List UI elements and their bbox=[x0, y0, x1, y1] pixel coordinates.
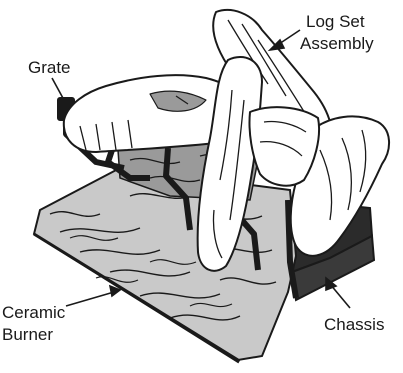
chassis-label: Chassis bbox=[324, 315, 384, 334]
grate-leader bbox=[52, 78, 64, 100]
ceramic-burner-label-line2: Burner bbox=[2, 325, 53, 344]
ceramic-burner-leader bbox=[66, 292, 114, 306]
ceramic-burner-label: Ceramic bbox=[2, 303, 66, 322]
grate-label: Grate bbox=[28, 58, 71, 77]
log-set-label-line2: Assembly bbox=[300, 34, 374, 53]
log-set-label: Log Set bbox=[306, 12, 365, 31]
